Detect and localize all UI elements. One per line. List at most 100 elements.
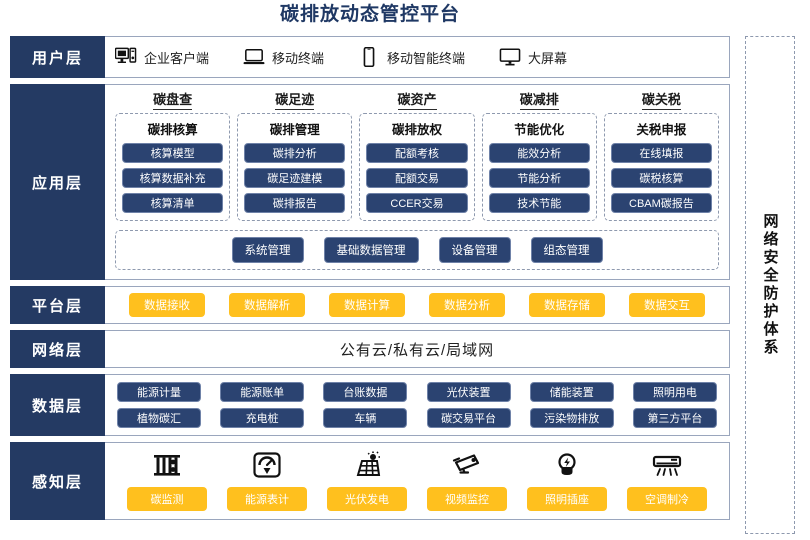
platform-pill-data-parse[interactable]: 数据解析 <box>229 293 305 317</box>
network-layer-row: 网络层 公有云/私有云/局域网 <box>10 330 730 368</box>
platform-pill-data-analysis[interactable]: 数据分析 <box>429 293 505 317</box>
perception-item-label: 光伏发电 <box>327 487 407 511</box>
app-feature-pill[interactable]: 核算数据补充 <box>122 168 224 188</box>
app-feature-pill[interactable]: 碳足迹建模 <box>244 168 346 188</box>
app-group-title: 碳关税 <box>641 89 681 110</box>
app-group-carbon-reduction: 碳减排 节能优化 能效分析 节能分析 技术节能 <box>481 89 597 221</box>
user-item-large-screen[interactable]: 大屏幕 <box>499 47 567 67</box>
perception-item-label: 碳监测 <box>127 487 207 511</box>
app-feature-pill[interactable]: 能效分析 <box>488 143 590 163</box>
user-item-label: 企业客户端 <box>144 50 210 66</box>
app-feature-pill[interactable]: 配额交易 <box>366 168 468 188</box>
app-feature-pill[interactable]: 碳排报告 <box>244 193 346 213</box>
data-layer-label: 数据层 <box>10 374 105 436</box>
app-group-box: 碳排放权 配额考核 配额交易 CCER交易 <box>359 113 475 221</box>
app-group-title: 碳资产 <box>397 89 437 110</box>
perception-item-air-conditioning[interactable]: 空调制冷 <box>627 449 707 511</box>
page-title: 碳排放动态管控平台 <box>279 4 460 25</box>
data-pill-pollutant-emission[interactable]: 污染物排放 <box>529 408 614 428</box>
app-group-box: 节能优化 能效分析 节能分析 技术节能 <box>481 113 597 221</box>
perception-item-video-surveillance[interactable]: 视频监控 <box>427 449 507 511</box>
app-feature-pill[interactable]: 核算清单 <box>122 193 224 213</box>
data-pill-storage-device[interactable]: 储能装置 <box>529 382 614 402</box>
app-group-box: 碳排核算 核算模型 核算数据补充 核算清单 <box>115 113 231 221</box>
solar-panel-icon <box>350 449 384 481</box>
app-feature-pill[interactable]: 碳税核算 <box>610 168 713 188</box>
network-layer-label: 网络层 <box>10 330 105 368</box>
application-groups: 碳盘查 碳排核算 核算模型 核算数据补充 核算清单 碳足迹 碳排管理 碳排分析 <box>113 89 721 221</box>
app-group-title: 碳减排 <box>519 89 559 110</box>
platform-pill-data-receive[interactable]: 数据接收 <box>129 293 205 317</box>
data-layer-row-2: 植物碳汇 充电桩 车辆 碳交易平台 污染物排放 第三方平台 <box>117 408 717 428</box>
energy-meter-icon <box>250 449 284 481</box>
platform-layer-label: 平台层 <box>10 286 105 324</box>
perception-item-solar-power[interactable]: 光伏发电 <box>327 449 407 511</box>
user-item-label: 移动终端 <box>272 50 325 66</box>
smartphone-icon <box>358 46 380 68</box>
perception-item-lighting-socket[interactable]: 照明插座 <box>527 449 607 511</box>
user-item-mobile-terminal[interactable]: 移动终端 <box>243 47 324 67</box>
app-feature-pill[interactable]: 碳排分析 <box>244 143 346 163</box>
data-pill-ledger-data[interactable]: 台账数据 <box>323 382 408 402</box>
app-feature-pill[interactable]: 核算模型 <box>122 143 224 163</box>
perception-item-label: 视频监控 <box>427 487 507 511</box>
data-pill-lighting-power[interactable]: 照明用电 <box>632 382 717 402</box>
application-layer-body: 碳盘查 碳排核算 核算模型 核算数据补充 核算清单 碳足迹 碳排管理 碳排分析 <box>105 85 729 279</box>
user-layer-label: 用户层 <box>10 36 105 78</box>
management-pill-basic-data[interactable]: 基础数据管理 <box>323 237 419 263</box>
app-group-carbon-tariff: 碳关税 关税申报 在线填报 碳税核算 CBAM碳报告 <box>603 89 720 221</box>
app-group-subtitle: 碳排管理 <box>269 123 320 137</box>
app-group-title: 碳足迹 <box>275 89 315 110</box>
app-feature-pill[interactable]: 节能分析 <box>488 168 590 188</box>
air-conditioner-icon <box>650 449 684 481</box>
data-pill-energy-metering[interactable]: 能源计量 <box>117 382 201 402</box>
layer-stack: 用户层 企业客户端 <box>10 36 730 526</box>
perception-item-label: 空调制冷 <box>627 487 707 511</box>
platform-pill-data-storage[interactable]: 数据存储 <box>529 293 605 317</box>
data-pill-charging-pile[interactable]: 充电桩 <box>220 408 305 428</box>
data-layer-row-1: 能源计量 能源账单 台账数据 光伏装置 储能装置 照明用电 <box>117 382 717 402</box>
platform-pill-data-exchange[interactable]: 数据交互 <box>629 293 705 317</box>
app-group-subtitle: 节能优化 <box>514 123 565 137</box>
app-feature-pill[interactable]: 在线填报 <box>610 143 713 163</box>
data-pill-vehicle[interactable]: 车辆 <box>323 408 408 428</box>
app-feature-pill[interactable]: CCER交易 <box>366 193 468 213</box>
application-layer-label: 应用层 <box>10 84 105 280</box>
user-item-smart-mobile-terminal[interactable]: 移动智能终端 <box>358 46 466 68</box>
app-feature-pill[interactable]: 配额考核 <box>366 143 468 163</box>
management-pill-device[interactable]: 设备管理 <box>438 237 511 263</box>
network-layer-body: 公有云/私有云/局域网 <box>105 331 729 367</box>
user-layer-row: 用户层 企业客户端 <box>10 36 730 78</box>
platform-layer-items: 数据接收 数据解析 数据计算 数据分析 数据存储 数据交互 <box>105 287 729 323</box>
platform-pill-data-compute[interactable]: 数据计算 <box>329 293 405 317</box>
data-pill-pv-device[interactable]: 光伏装置 <box>426 382 511 402</box>
management-pill-system[interactable]: 系统管理 <box>231 237 304 263</box>
data-layer-row: 数据层 能源计量 能源账单 台账数据 光伏装置 储能装置 照明用电 植物碳汇 充… <box>10 374 730 436</box>
user-item-label: 移动智能终端 <box>387 50 466 66</box>
data-pill-energy-bill[interactable]: 能源账单 <box>220 382 305 402</box>
perception-item-label: 照明插座 <box>527 487 607 511</box>
app-feature-pill[interactable]: CBAM碳报告 <box>610 193 713 213</box>
application-management-box: 系统管理 基础数据管理 设备管理 组态管理 <box>115 230 719 270</box>
management-pill-configuration[interactable]: 组态管理 <box>530 237 603 263</box>
data-pill-third-party-platform[interactable]: 第三方平台 <box>632 408 717 428</box>
user-layer-items: 企业客户端 移动终端 <box>105 37 729 77</box>
perception-layer-label: 感知层 <box>10 442 105 520</box>
perception-item-label: 能源表计 <box>227 487 307 511</box>
perception-item-energy-meter[interactable]: 能源表计 <box>227 449 307 511</box>
data-pill-plant-carbon-sink[interactable]: 植物碳汇 <box>117 408 201 428</box>
cctv-camera-icon <box>450 449 484 481</box>
app-feature-pill[interactable]: 技术节能 <box>488 193 590 213</box>
app-group-title: 碳盘查 <box>153 89 193 110</box>
network-security-label: 网络安全防护体系 <box>761 213 779 357</box>
perception-layer-row: 感知层 碳 <box>10 442 730 520</box>
data-pill-carbon-trading-platform[interactable]: 碳交易平台 <box>426 408 511 428</box>
app-group-box: 关税申报 在线填报 碳税核算 CBAM碳报告 <box>603 113 720 221</box>
user-item-enterprise-client[interactable]: 企业客户端 <box>114 47 210 67</box>
app-group-box: 碳排管理 碳排分析 碳足迹建模 碳排报告 <box>237 113 353 221</box>
laptop-icon <box>243 47 265 67</box>
perception-item-carbon-monitor[interactable]: 碳监测 <box>127 449 207 511</box>
app-group-subtitle: 碳排核算 <box>147 123 198 137</box>
desktop-tower-icon <box>114 47 137 67</box>
application-layer-row: 应用层 碳盘查 碳排核算 核算模型 核算数据补充 核算清单 碳足迹 <box>10 84 730 280</box>
